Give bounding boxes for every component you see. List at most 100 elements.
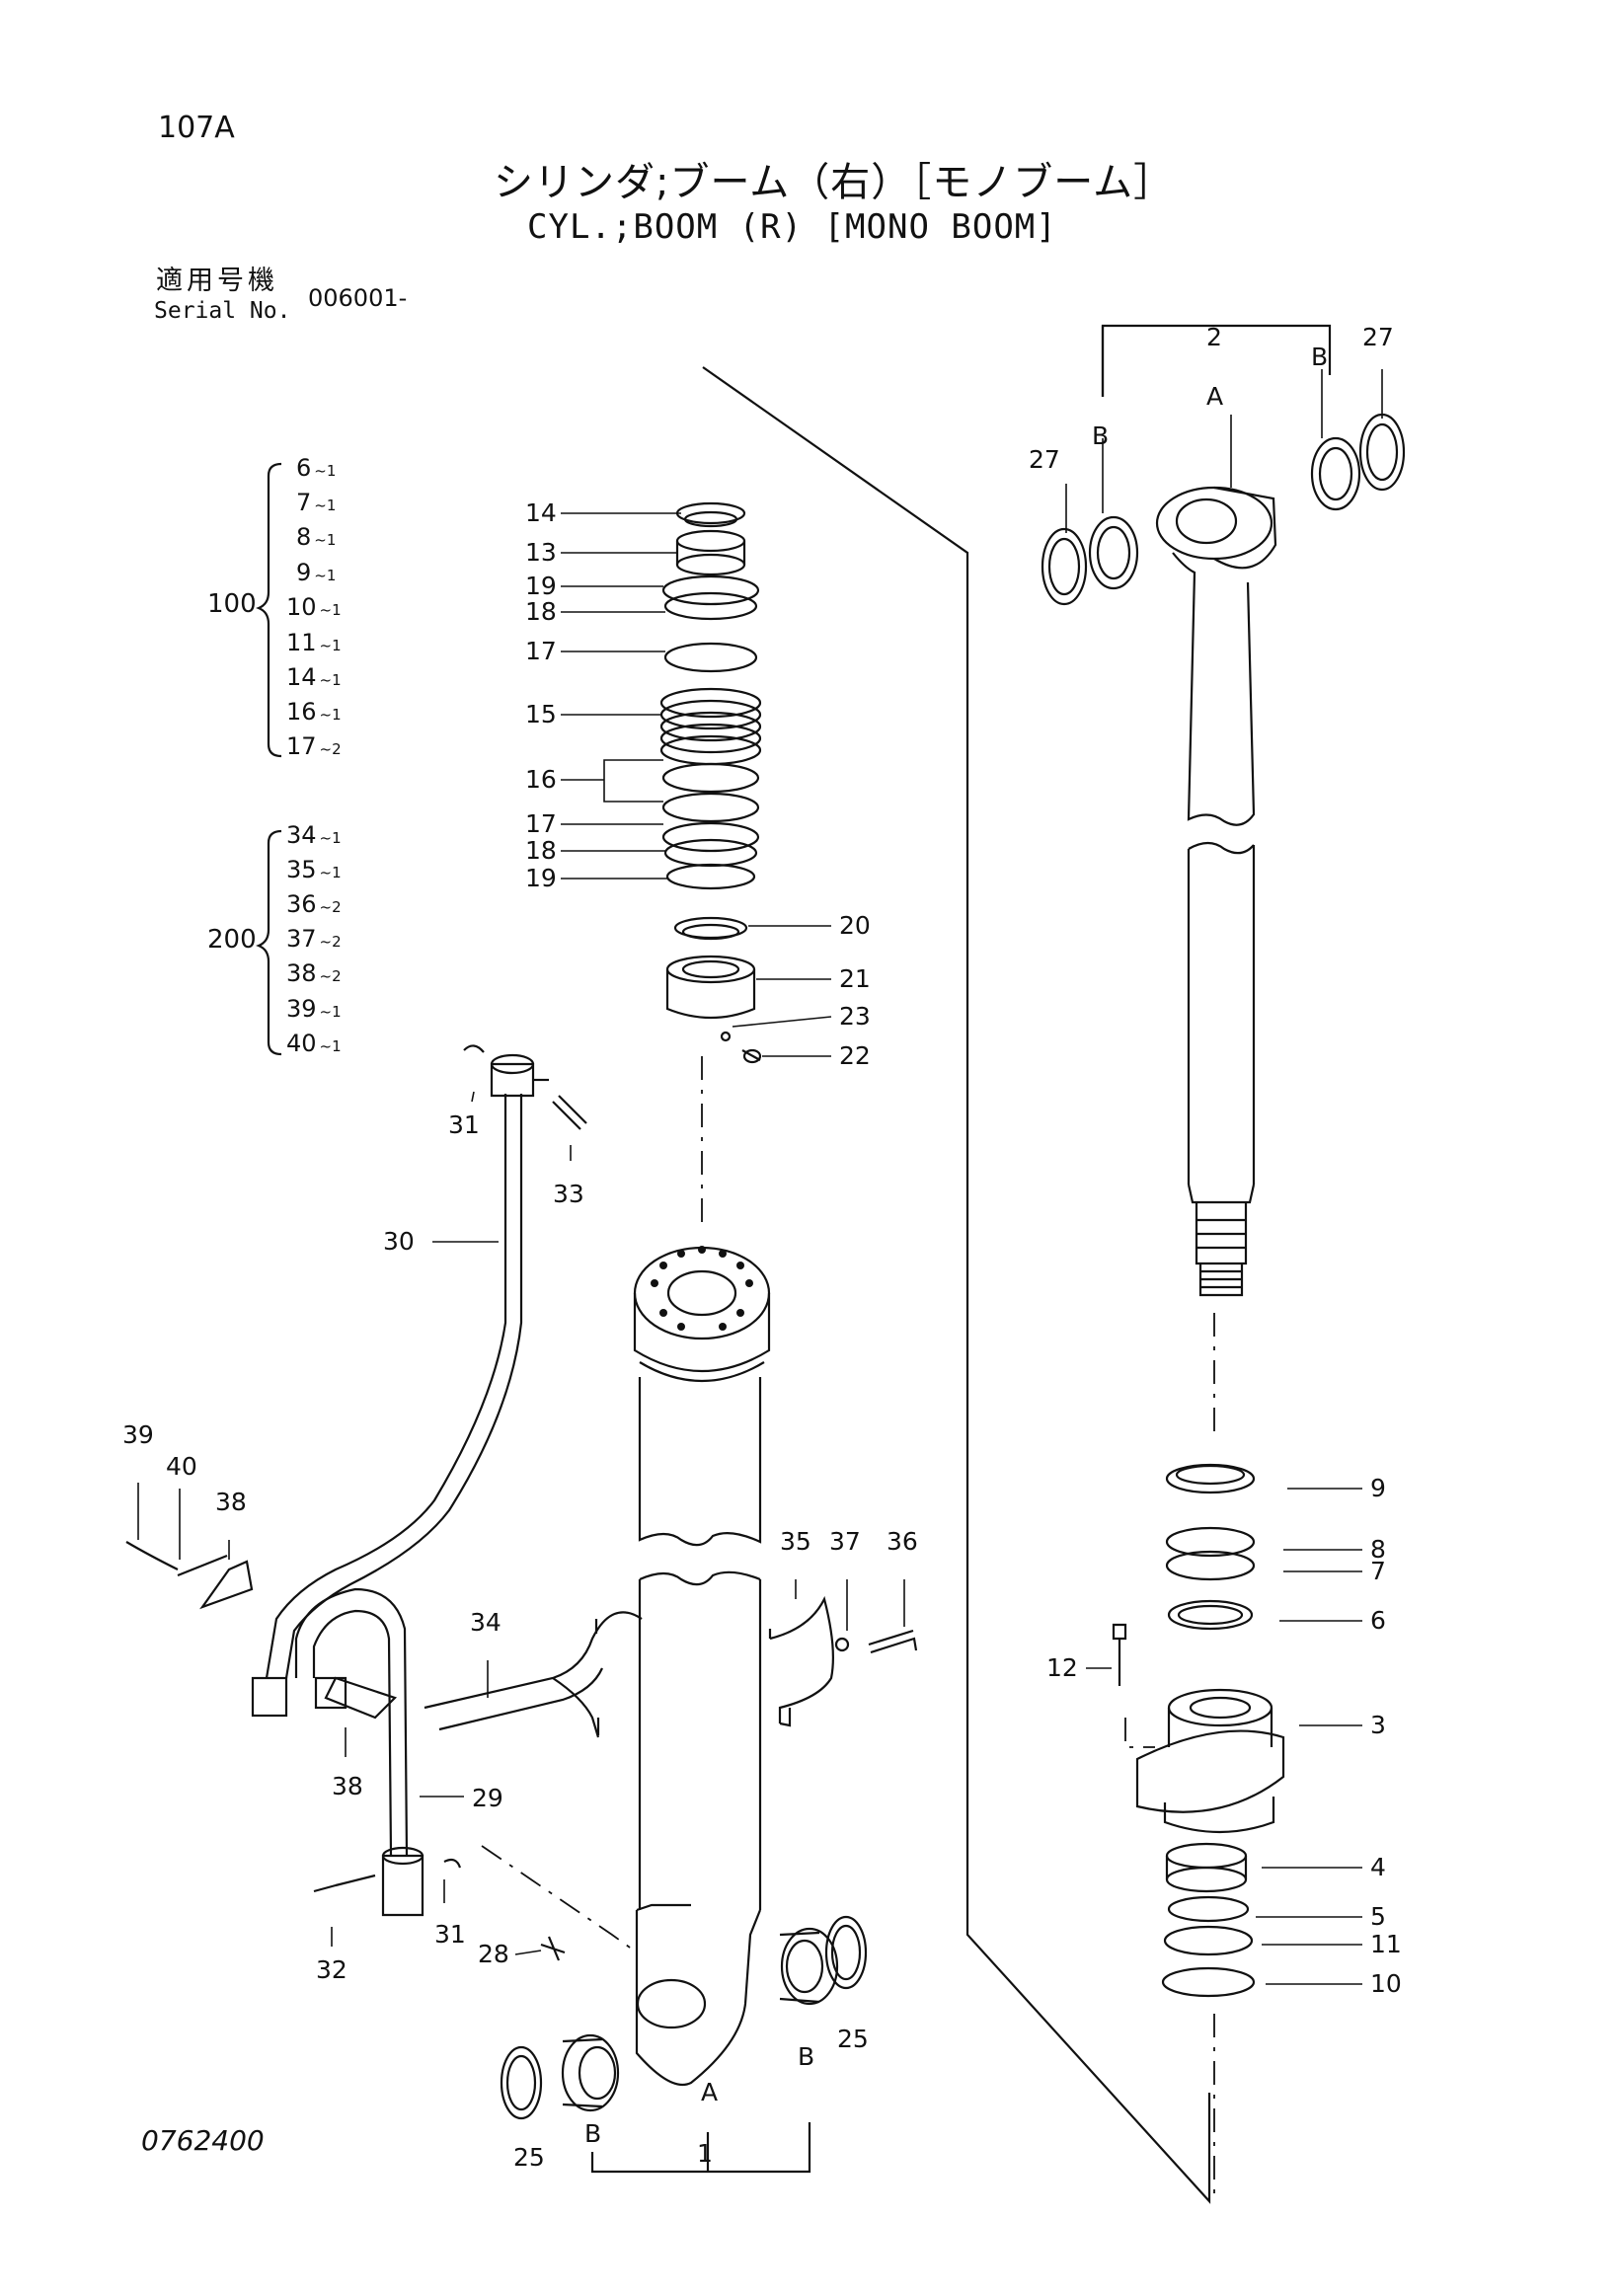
pipe-bracket-34	[424, 1611, 643, 1738]
callout-label: 36	[887, 1527, 918, 1556]
callout-label: B	[1311, 343, 1328, 371]
callout-label: 38	[332, 1772, 363, 1800]
rod-cover-3	[1112, 1623, 1285, 1834]
callout-label: 9	[1370, 1474, 1386, 1502]
kit-item: 39~1	[286, 995, 342, 1023]
piston-rod	[1155, 486, 1277, 1297]
cylinder-tube	[633, 1246, 771, 2087]
callout-label: B	[584, 2119, 601, 2148]
callout-label: 29	[472, 1784, 503, 1812]
drawing-number: 0762400	[141, 2124, 265, 2157]
kit-item: 36~2	[286, 890, 342, 918]
u-bolt-clamps	[125, 1541, 398, 1720]
kit-item: 7~1	[296, 489, 337, 516]
kit-item: 37~2	[286, 925, 342, 953]
kit-200-brace	[256, 829, 282, 1056]
callout-label: 3	[1370, 1711, 1386, 1739]
callout-label: 4	[1370, 1853, 1386, 1881]
projection-line	[590, 2122, 811, 2174]
callout-label: 11	[1370, 1930, 1402, 1958]
kit-item: 35~1	[286, 856, 342, 883]
callout-label: 15	[525, 700, 557, 728]
callout-label: 39	[122, 1420, 154, 1449]
projection-line	[702, 366, 1211, 2204]
callout-label: 37	[829, 1527, 861, 1556]
kit-item: 14~1	[286, 663, 342, 691]
callout-label: 25	[513, 2143, 545, 2172]
callout-label: 20	[839, 911, 871, 940]
piston-seal-stack	[659, 501, 762, 1064]
callout-label: 1	[697, 2139, 713, 2168]
pipe-clamp-top	[463, 1044, 587, 1130]
kit-item: 6~1	[296, 454, 337, 482]
serial-label-english: Serial No.	[154, 298, 291, 324]
grease-fitting	[540, 1936, 566, 1961]
callout-label: 19	[525, 864, 557, 892]
callout-label: 27	[1362, 323, 1394, 351]
callout-label: 19	[525, 572, 557, 600]
kit-number: 200	[207, 925, 257, 955]
callout-label: 14	[525, 498, 557, 527]
callout-label: A	[1206, 382, 1223, 411]
serial-label-japanese: 適用号機	[156, 266, 278, 296]
tube-bushings	[500, 1915, 868, 2120]
callout-label: 21	[839, 964, 871, 993]
tube-end-eye	[635, 1909, 762, 2087]
callout-label: 13	[525, 538, 557, 567]
callout-label: A	[701, 2078, 718, 2106]
callout-label: 38	[215, 1488, 247, 1516]
callout-label: 17	[525, 637, 557, 665]
flange-bolt-holes	[651, 1246, 753, 1331]
kit-number: 100	[207, 589, 257, 619]
rod-gland-seals	[1165, 1463, 1256, 1631]
callout-label: 12	[1046, 1653, 1078, 1682]
kit-100-brace	[256, 462, 282, 758]
kit-item: 17~2	[286, 732, 342, 760]
kit-item: 10~1	[286, 593, 342, 621]
callout-label: 16	[525, 765, 557, 794]
kit-item: 34~1	[286, 821, 342, 849]
callout-label: 34	[470, 1608, 501, 1637]
callout-label: 30	[383, 1227, 415, 1256]
callout-label: 2	[1206, 323, 1222, 351]
callout-label: 22	[839, 1041, 871, 1070]
kit-item: 11~1	[286, 629, 342, 656]
callout-label: 6	[1370, 1606, 1386, 1635]
page-code: 107A	[158, 111, 235, 145]
callout-label: 25	[837, 2025, 869, 2053]
title-japanese: シリンダ;ブーム（右）［モノブーム］	[494, 160, 1175, 205]
callout-label: 28	[478, 1940, 509, 1968]
kit-item: 9~1	[296, 559, 337, 586]
rod-bushing-seals	[1161, 1842, 1256, 1998]
centerline	[481, 1845, 638, 1953]
callout-label: B	[1092, 421, 1109, 450]
serial-number-value: 006001-	[308, 284, 408, 312]
callout-label: 31	[434, 1920, 466, 1949]
kit-item: 38~2	[286, 959, 342, 987]
kit-item: 40~1	[286, 1030, 342, 1057]
callout-label: 40	[166, 1452, 197, 1481]
callout-label: 32	[316, 1955, 347, 1984]
band-clamp-35	[768, 1595, 918, 1727]
hydraulic-pipe-29	[294, 1587, 462, 1917]
callout-label: 27	[1029, 445, 1060, 474]
callout-label: 7	[1370, 1557, 1386, 1585]
callout-label: 5	[1370, 1902, 1386, 1931]
callout-label: 31	[448, 1110, 480, 1139]
callout-label: 17	[525, 809, 557, 838]
rod-eye-bushings	[1041, 413, 1406, 606]
callout-label: 8	[1370, 1535, 1386, 1564]
callout-label: B	[798, 2042, 814, 2071]
piston-nut	[665, 969, 756, 1020]
kit-item: 16~1	[286, 698, 342, 726]
callout-label: 18	[525, 836, 557, 865]
callout-label: 33	[553, 1180, 584, 1208]
callout-label: 23	[839, 1002, 871, 1031]
title-english: CYL.;BOOM (R) [MONO BOOM]	[527, 207, 1057, 247]
callout-label: 10	[1370, 1969, 1402, 1998]
kit-item: 8~1	[296, 523, 337, 551]
centerline	[1124, 1718, 1155, 1748]
callout-label: 18	[525, 597, 557, 626]
callout-label: 35	[780, 1527, 811, 1556]
